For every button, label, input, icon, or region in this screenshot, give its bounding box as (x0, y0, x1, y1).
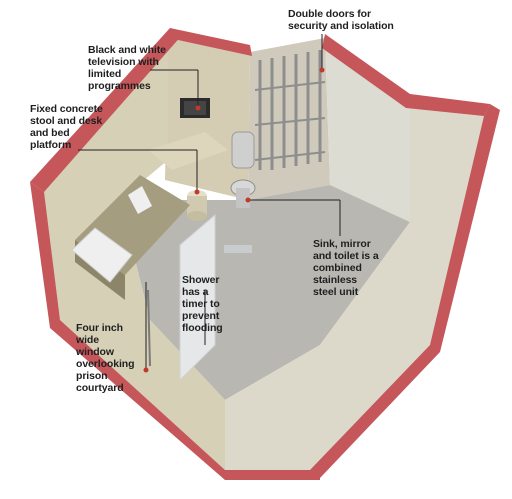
mattress (71, 227, 133, 283)
right-wall (225, 98, 490, 470)
wall-top-front-left (30, 182, 225, 480)
shower-enclosure (179, 213, 216, 382)
label-concrete: Fixed concrete stool and desk and bed pl… (30, 103, 103, 151)
wall-top-front-right (310, 104, 500, 478)
pillow (128, 186, 152, 214)
television-screen (184, 101, 206, 115)
window-slit (147, 289, 151, 367)
concrete-desk (148, 132, 228, 170)
shower-head (224, 245, 252, 253)
wall-top-right (322, 34, 490, 116)
wall-top-left (30, 28, 183, 192)
wall-top-back (170, 28, 252, 56)
callout-leaders (78, 34, 341, 370)
steel-unit (231, 131, 255, 169)
label-television: Black and white television with limited … (88, 44, 166, 92)
callout-dots (143, 67, 325, 373)
label-window: Four inch wide window overlooking prison… (76, 322, 135, 394)
label-shower: Shower has a timer to prevent flooding (182, 274, 223, 334)
label-doors: Double doors for security and isolation (288, 8, 394, 32)
wall-top-divider (225, 470, 320, 480)
label-sink: Sink, mirror and toilet is a combined st… (313, 238, 379, 298)
